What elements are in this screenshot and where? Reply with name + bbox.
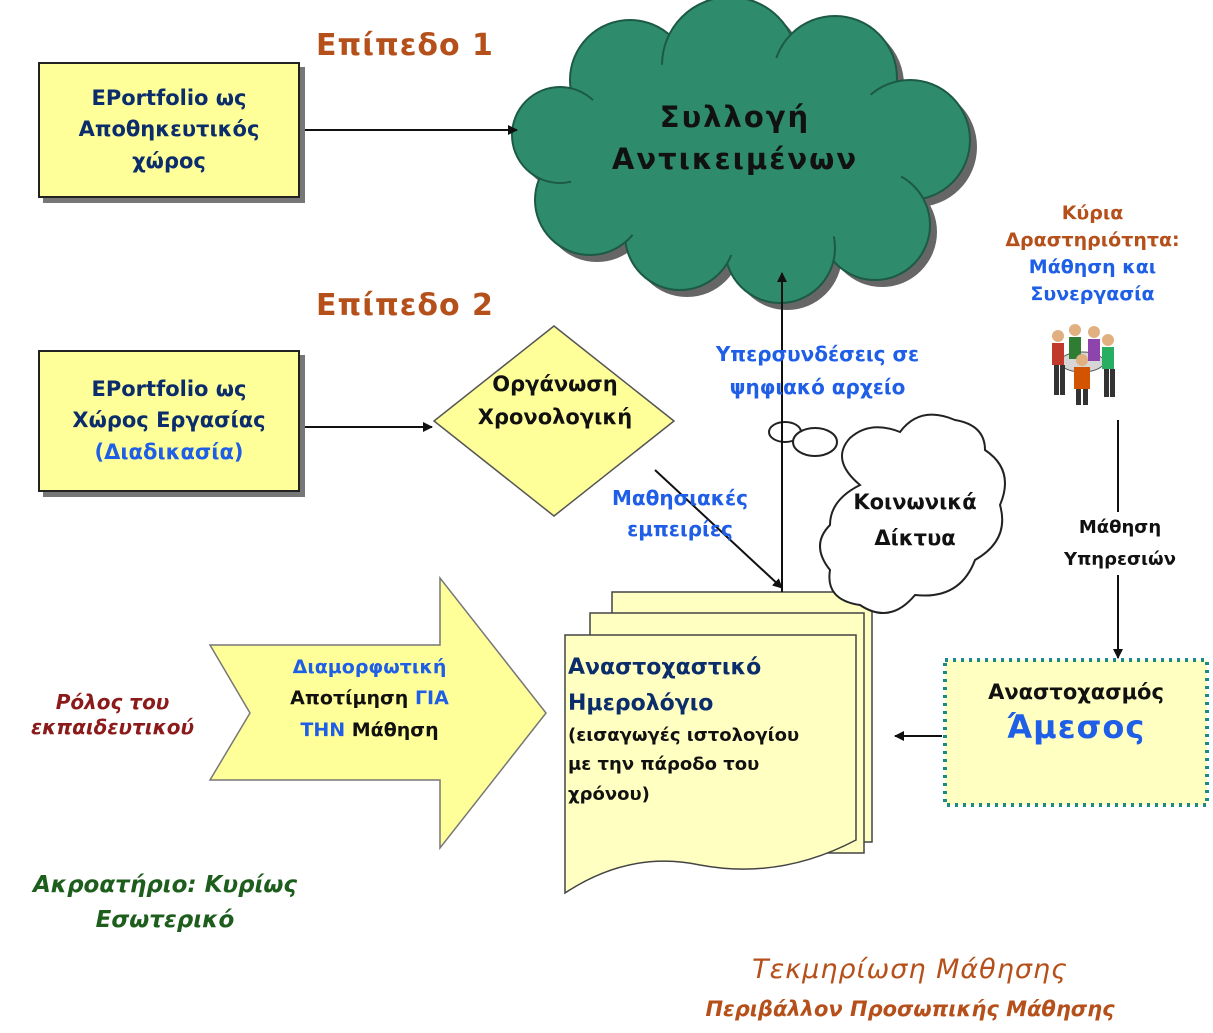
- social-networks-line2: Δίκτυα: [874, 525, 956, 550]
- storage-box-line1: EPortfolio ως: [91, 85, 247, 110]
- organization-diamond: [432, 325, 676, 517]
- learning-experiences-line2: εμπειρίες: [627, 517, 733, 541]
- assessment-word5: Μάθηση: [351, 718, 439, 741]
- assessment-word3: ΓΙΑ: [414, 687, 449, 710]
- social-networks-cloud: [768, 413, 1006, 614]
- main-activity-label: Κύρια Δραστηριότητα: Μάθηση και Συνεργασ…: [975, 200, 1210, 308]
- journal-line5: χρόνου): [568, 783, 650, 805]
- people-meeting-icon: [1052, 324, 1115, 405]
- workspace-box: EPortfolio ως Χώρος Εργασίας (Διαδικασία…: [38, 350, 300, 492]
- level2-label: Επίπεδο 2: [316, 288, 494, 323]
- hyperlinks-line2: ψηφιακό αρχείο: [729, 375, 906, 399]
- assessment-word1: Διαμορφωτική: [292, 656, 447, 678]
- audience-line1: Ακροατήριο: Κυρίως: [32, 872, 298, 898]
- reflection-label: Αναστοχασμός Άμεσος: [948, 678, 1204, 750]
- collection-cloud-shape: [511, 0, 977, 310]
- collection-cloud-label: Συλλογή Αντικειμένων: [600, 96, 870, 180]
- workspace-box-line1: EPortfolio ως: [91, 376, 247, 401]
- assessment-arrow-shape: [208, 575, 547, 851]
- teacher-role-line1: Ρόλος του: [55, 690, 170, 714]
- journal-line1: Αναστοχαστικό: [568, 655, 762, 680]
- journal-line2: Ημερολόγιο: [568, 690, 714, 716]
- collection-cloud-line1: Συλλογή: [659, 100, 811, 134]
- storage-box: EPortfolio ως Αποθηκευτικός χώρος: [38, 62, 300, 198]
- workspace-box-line3: (Διαδικασία): [94, 439, 244, 464]
- storage-box-line3: χώρος: [132, 148, 206, 173]
- storage-box-line2: Αποθηκευτικός: [78, 117, 260, 142]
- diamond-label: Οργάνωση Χρονολογική: [460, 368, 650, 433]
- reflection-box-shape: [943, 658, 1209, 807]
- diamond-line2: Χρονολογική: [477, 404, 633, 429]
- service-learning-line1: Μάθηση: [1078, 517, 1162, 538]
- hyperlinks-line1: Υπερσυνδέσεις σε: [715, 342, 920, 366]
- level1-label: Επίπεδο 1: [316, 28, 494, 63]
- footer-title: Τεκμηρίωση Μάθησης: [752, 954, 1068, 985]
- main-activity-line1: Κύρια: [1061, 202, 1124, 224]
- teacher-role-label: Ρόλος του εκπαιδευτικού: [10, 690, 215, 740]
- reflection-line2: Άμεσος: [1006, 708, 1146, 747]
- main-activity-line4: Συνεργασία: [1030, 282, 1155, 305]
- social-networks-line1: Κοινωνικά: [853, 490, 977, 514]
- footer-subtitle: Περιβάλλον Προσωπικής Μάθησης: [705, 997, 1115, 1021]
- service-learning-label: Μάθηση Υπηρεσιών: [1050, 512, 1190, 575]
- learning-experiences-label: Μαθησιακές εμπειρίες: [600, 483, 760, 545]
- arrow-diamond-to-journal: [654, 469, 783, 589]
- diamond-line1: Οργάνωση: [492, 372, 618, 396]
- journal-line4: με την πάροδο του: [568, 754, 760, 776]
- audience-label: Ακροατήριο: Κυρίως Εσωτερικό: [0, 868, 330, 937]
- journal-label: Αναστοχαστικό Ημερολόγιο (εισαγωγές ιστο…: [568, 650, 868, 809]
- collection-cloud-line2: Αντικειμένων: [611, 142, 859, 177]
- service-learning-line2: Υπηρεσιών: [1064, 548, 1176, 570]
- audience-line2: Εσωτερικό: [95, 906, 235, 933]
- main-activity-line2: Δραστηριότητα:: [1005, 228, 1180, 251]
- teacher-role-line2: εκπαιδευτικού: [30, 715, 195, 739]
- assessment-arrow-label: Διαμορφωτική Αποτίμηση ΓΙΑ ΤΗΝ Μάθηση: [262, 652, 477, 746]
- journal-pages-shape: [564, 591, 873, 895]
- social-networks-label: Κοινωνικά Δίκτυα: [835, 485, 995, 556]
- learning-experiences-line1: Μαθησιακές: [612, 486, 748, 510]
- journal-line3: (εισαγωγές ιστολογίου: [568, 725, 800, 747]
- assessment-word4: ΤΗΝ: [300, 718, 346, 741]
- workspace-box-line2: Χώρος Εργασίας: [72, 408, 266, 433]
- main-activity-line3: Μάθηση και: [1028, 255, 1157, 278]
- hyperlinks-label: Υπερσυνδέσεις σε ψηφιακό αρχείο: [700, 338, 935, 404]
- assessment-word2: Αποτίμηση: [290, 687, 409, 710]
- reflection-line1: Αναστοχασμός: [988, 680, 1164, 704]
